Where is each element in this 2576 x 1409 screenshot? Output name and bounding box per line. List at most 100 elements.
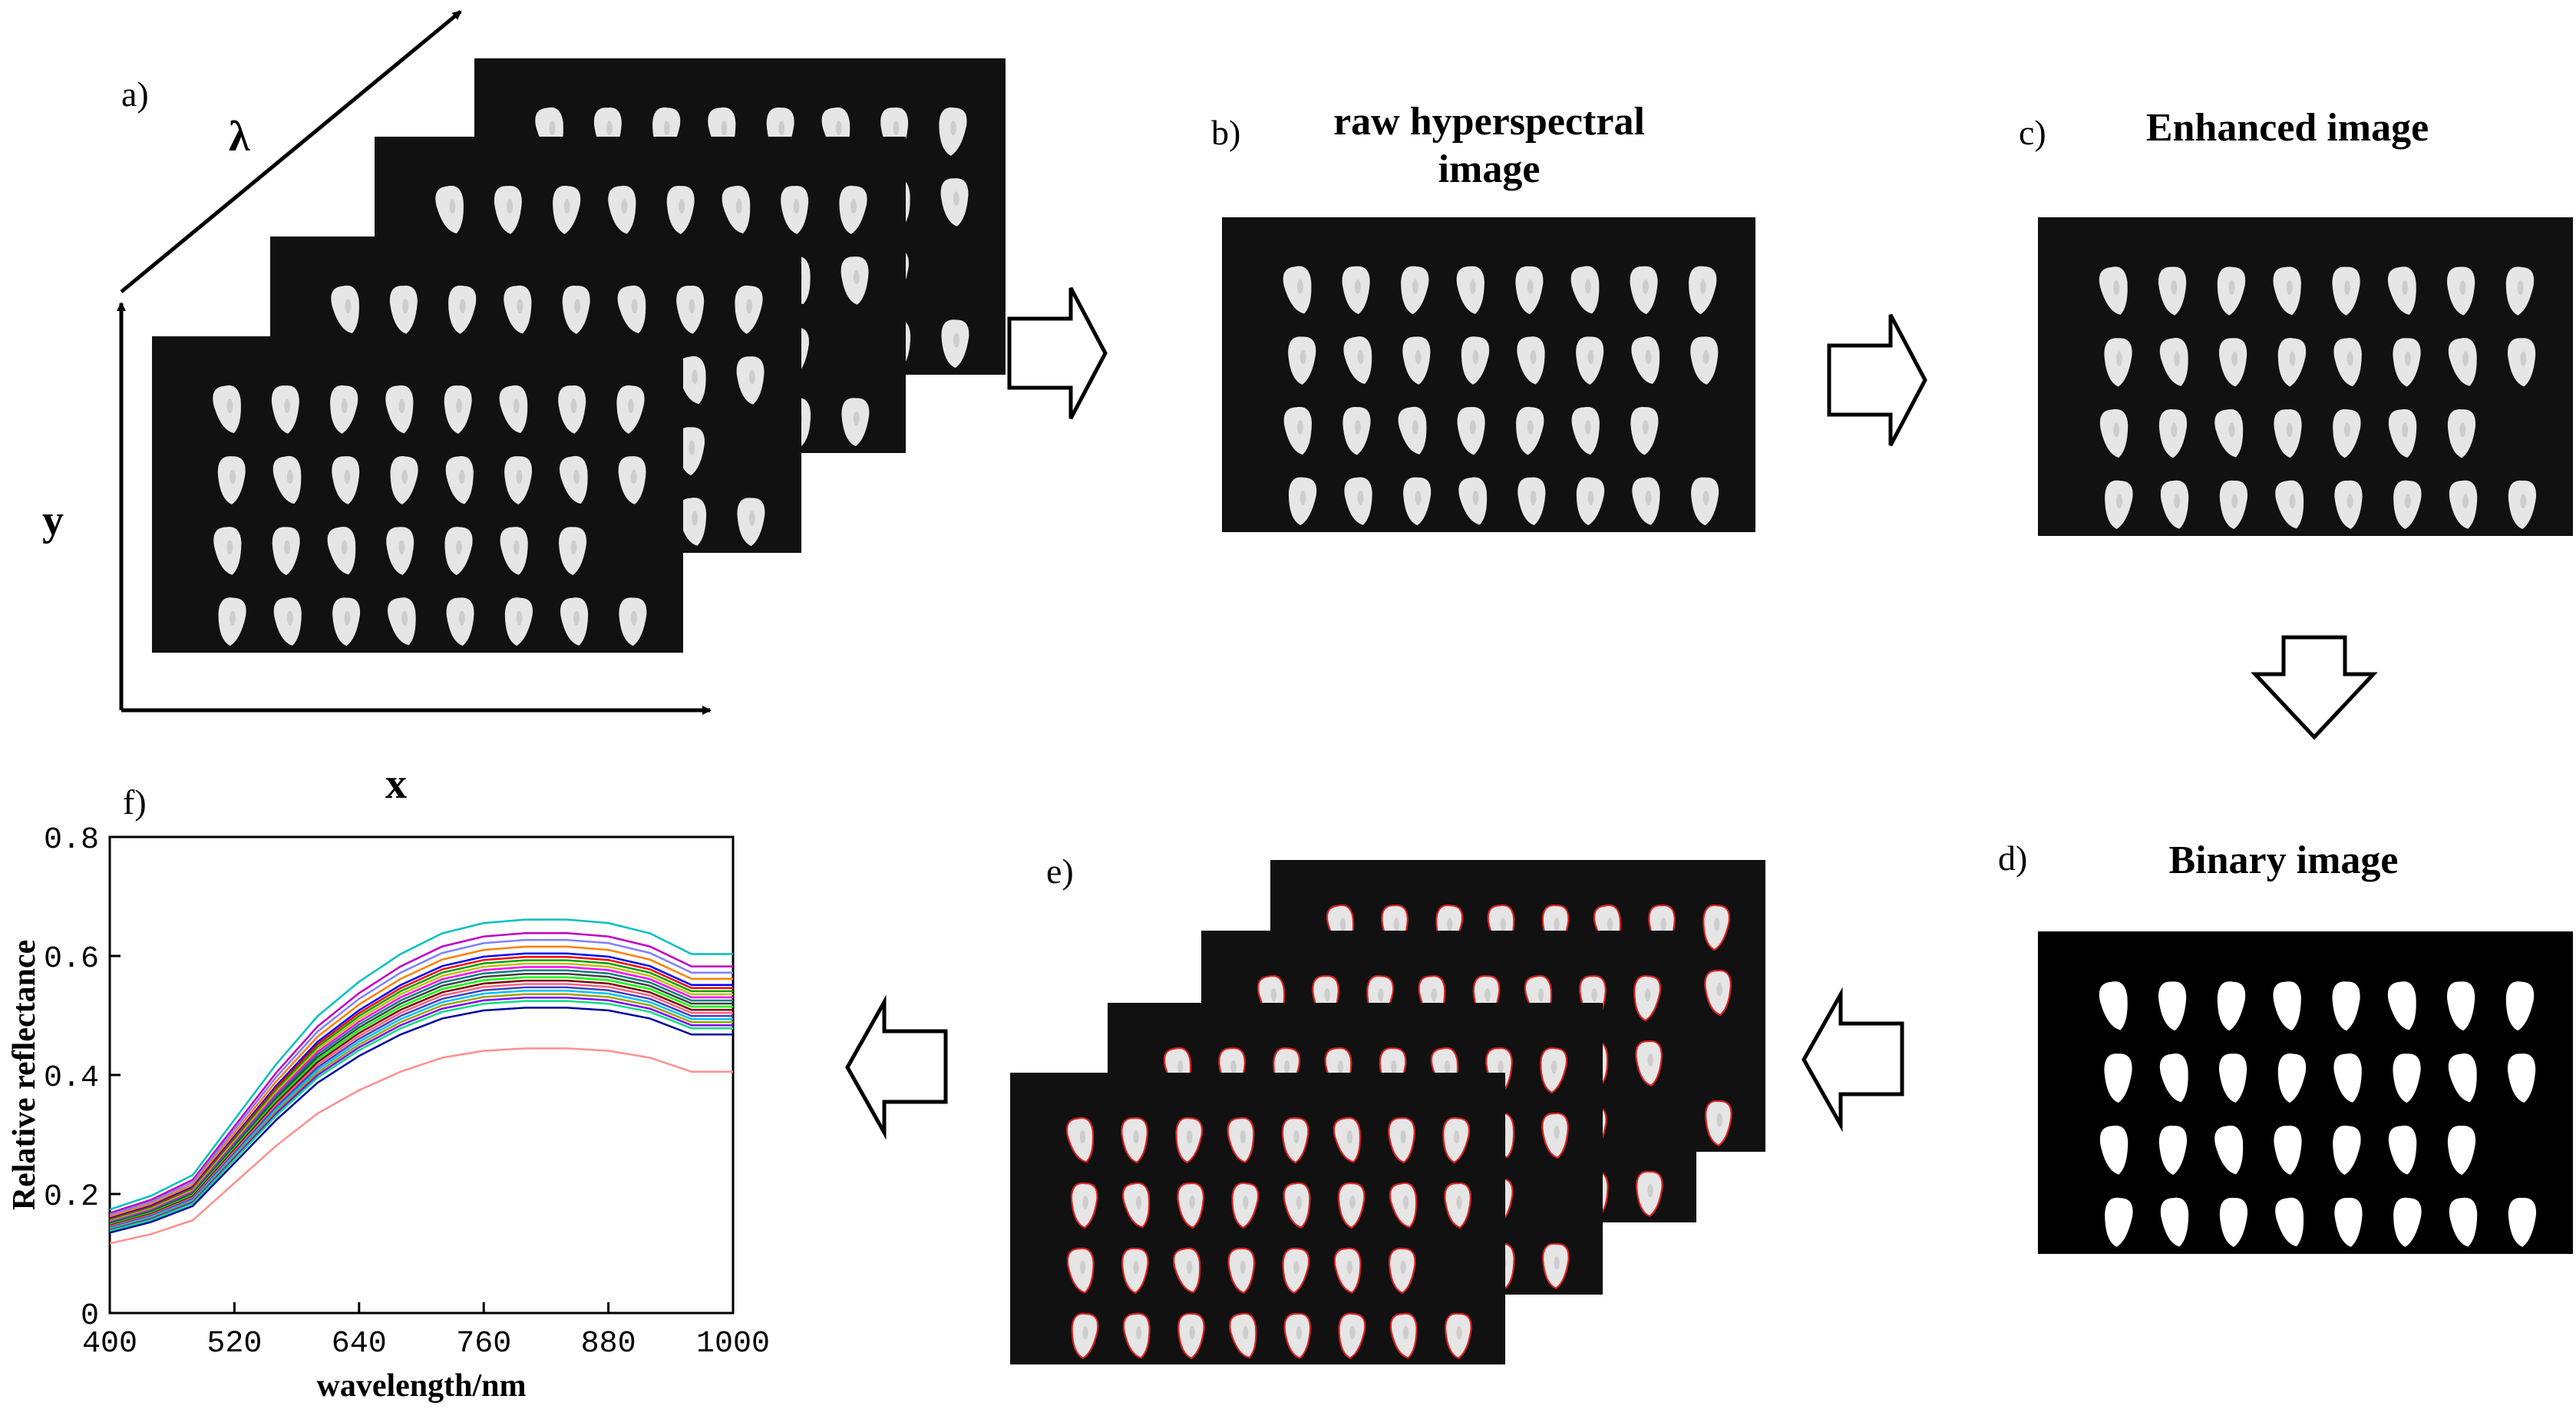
kernel <box>2393 1053 2421 1103</box>
kernel-germ <box>449 199 456 214</box>
kernel-germ <box>2228 279 2235 295</box>
kernel <box>2275 480 2304 529</box>
kernel-germ <box>2520 494 2527 509</box>
kernel-germ <box>853 411 860 426</box>
kernel-germ <box>1135 1325 1142 1340</box>
kernel-germ <box>689 440 695 455</box>
arrow-left-icon <box>1802 987 1904 1133</box>
kernel-germ <box>2459 422 2466 438</box>
series-line-20 <box>109 1007 733 1234</box>
kernel-germ <box>2462 494 2469 509</box>
kernel <box>2332 981 2360 1031</box>
kernel-germ <box>1339 918 1346 931</box>
kernel-germ <box>1702 349 1709 365</box>
kernel <box>2274 1126 2302 1175</box>
kernel-germ <box>1357 349 1364 365</box>
y-axis-title: Relative reflectance <box>7 940 42 1211</box>
kernel-germ <box>735 199 742 214</box>
lambda-axis-line <box>120 10 462 293</box>
kernel-germ <box>1645 349 1652 365</box>
kernel-germ <box>2231 351 2238 366</box>
kernel-germ <box>1587 490 1594 505</box>
kernel-germ <box>1296 1196 1303 1209</box>
kernel-germ <box>1270 988 1277 1002</box>
kernel-germ <box>1082 1196 1088 1209</box>
kernel-germ <box>1378 988 1384 1002</box>
kernel-germ <box>1349 1196 1356 1209</box>
panel-d-label: d) <box>1998 838 2028 878</box>
kernel-germ <box>1337 1060 1343 1074</box>
kernel-germ <box>2402 279 2409 295</box>
lambda-axis-label: λ <box>229 113 250 160</box>
kernel-germ <box>402 299 409 314</box>
kernel <box>2449 1197 2478 1247</box>
kernel-germ <box>1300 490 1306 505</box>
kernel-germ <box>458 610 465 626</box>
kernel-germ <box>2289 351 2296 366</box>
kernel <box>2275 1197 2304 1247</box>
kernel-germ <box>1713 918 1720 931</box>
raw-hyperspectral-image <box>1222 217 1755 532</box>
kernel-germ <box>1393 918 1399 931</box>
kernel-germ <box>1079 1130 1086 1144</box>
kernel-germ <box>630 610 637 626</box>
kernel-germ <box>1177 1060 1184 1074</box>
kernel <box>2217 981 2246 1031</box>
kernel-germ <box>1293 1260 1300 1275</box>
kernel-germ <box>2459 279 2466 295</box>
kernel-germ <box>1584 279 1591 294</box>
kernel-germ <box>226 399 233 414</box>
kernel-germ <box>1189 1325 1195 1340</box>
spectral-band-image <box>152 336 683 653</box>
x-tick-label: 880 <box>581 1327 636 1361</box>
kernel-germ <box>1530 349 1537 365</box>
series-line-18 <box>109 996 733 1232</box>
kernel <box>560 455 588 504</box>
kernel-germ <box>628 399 634 414</box>
kernel-germ <box>746 299 752 314</box>
kernel-germ <box>1240 1260 1246 1275</box>
kernel-germ <box>230 469 236 485</box>
x-tick-label: 520 <box>206 1327 262 1361</box>
kernel-germ <box>1642 420 1649 435</box>
kernel <box>1631 336 1660 385</box>
kernel-germ <box>2404 494 2411 509</box>
kernel-germ <box>1079 1260 1086 1275</box>
kernel-germ <box>1415 349 1422 365</box>
kernel <box>1065 1116 1095 1163</box>
kernel-germ <box>341 540 348 555</box>
kernel <box>327 527 356 575</box>
kernel-germ <box>1346 1260 1353 1275</box>
arrow-left-icon <box>845 994 948 1140</box>
kernel-germ <box>2171 279 2178 295</box>
y-tick-label: 0.4 <box>44 1061 99 1096</box>
series-line-19 <box>109 1000 733 1232</box>
kernel-germ <box>1469 420 1476 435</box>
panel-f-label: f) <box>123 782 147 822</box>
raw-image-plate <box>1222 217 1755 532</box>
kernel-germ <box>1554 1255 1560 1270</box>
kernel <box>213 385 241 434</box>
kernel-germ <box>1230 1060 1237 1074</box>
kernel-germ <box>1296 420 1303 435</box>
kernel-germ <box>606 121 613 136</box>
kernel-germ <box>1591 988 1597 1002</box>
kernel-germ <box>1349 1325 1356 1340</box>
panel-b-title-line2: image <box>1438 147 1541 192</box>
kernel-germ <box>1554 918 1560 931</box>
y-axis-label: y <box>42 497 64 544</box>
series-line-1 <box>109 918 733 1211</box>
kernel-germ <box>1642 279 1649 294</box>
kernel-germ <box>748 369 755 385</box>
kernel-germ <box>1456 1325 1462 1340</box>
kernel <box>2277 1053 2307 1103</box>
kernel-germ <box>1133 1130 1139 1144</box>
kernel <box>2158 981 2187 1031</box>
kernel-germ <box>2286 279 2293 295</box>
kernel-germ <box>893 121 900 136</box>
kernel-germ <box>1647 1053 1653 1067</box>
y-tick-label: 0.6 <box>44 942 99 977</box>
kernel-germ <box>401 469 408 485</box>
panel-b-label: b) <box>1211 113 1241 152</box>
